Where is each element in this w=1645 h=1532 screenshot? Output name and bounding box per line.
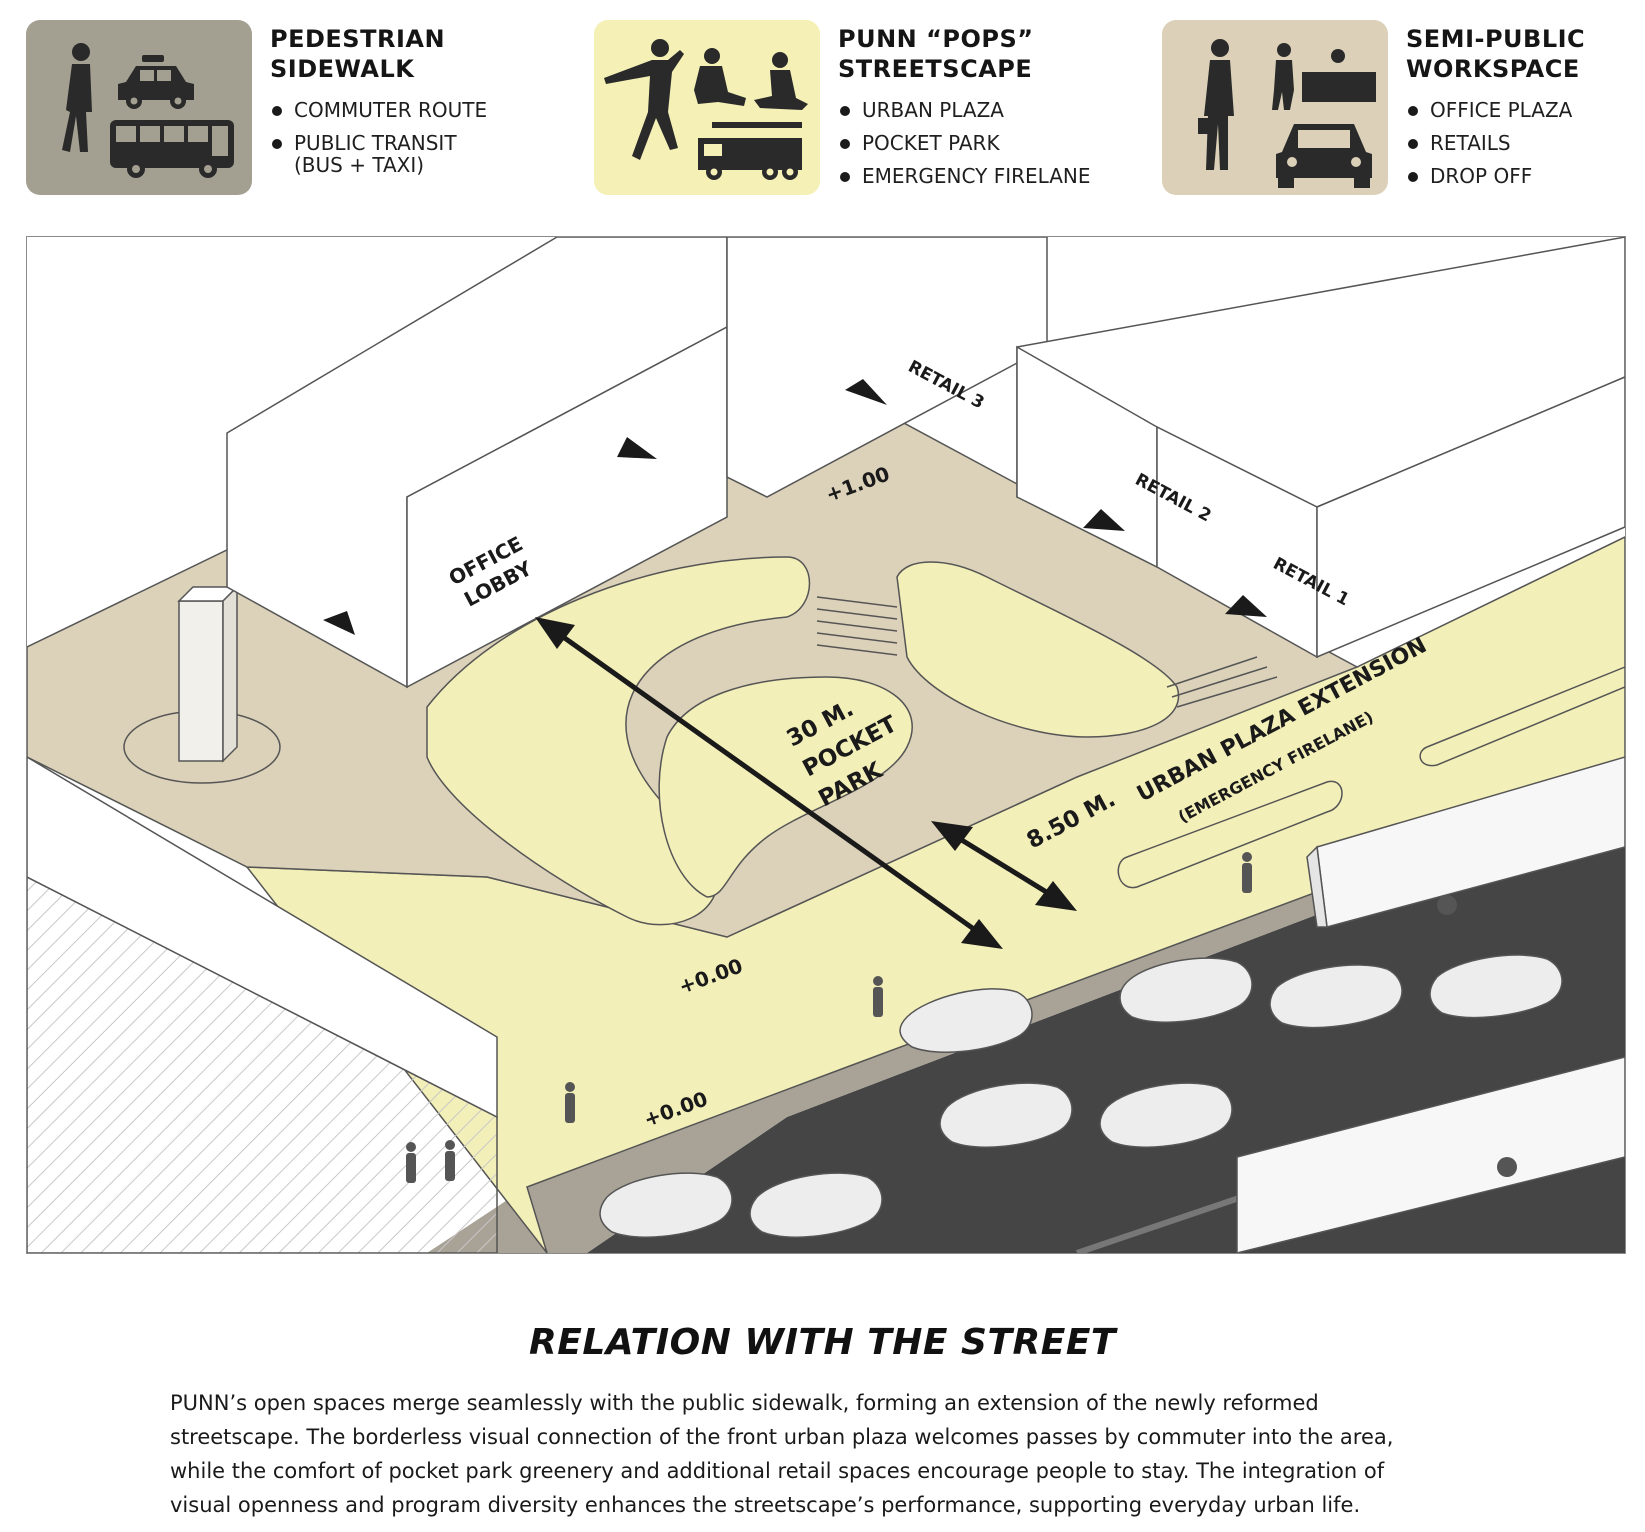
retail-block-1 — [1316, 376, 1625, 659]
bus-icon — [110, 120, 234, 178]
car-front-icon — [1276, 124, 1372, 188]
diagram-svg: OFFICE LOBBY RETAIL 3 RETAIL 2 RETAIL 1 … — [27, 237, 1625, 1253]
car — [1269, 964, 1403, 1029]
car — [599, 1172, 733, 1238]
pedestrian — [565, 1082, 575, 1123]
legend-text-streetscape: PUNN “POPS” STREETSCAPE URBAN PLAZA POCK… — [838, 24, 1091, 193]
taxi-icon — [118, 55, 194, 109]
car — [1119, 957, 1253, 1023]
entrance-arrow — [845, 379, 887, 405]
left-podium-face — [27, 756, 498, 1119]
car — [939, 1082, 1073, 1148]
retail-block-3 — [726, 237, 1048, 498]
pocket-park-planter-left — [426, 556, 811, 926]
retail-counter-icon — [1272, 43, 1376, 110]
legend-bullet: RETAILS — [1406, 127, 1585, 160]
extension-dimension-arrow — [931, 821, 1077, 911]
legend-text-workspace: SEMI-PUBLIC WORKSPACE OFFICE PLAZA RETAI… — [1406, 24, 1585, 193]
legend-tile-sidewalk — [26, 20, 252, 195]
legend-bullets: OFFICE PLAZA RETAILS DROP OFF — [1406, 94, 1585, 193]
legend-semi-public-workspace: SEMI-PUBLIC WORKSPACE OFFICE PLAZA RETAI… — [1162, 20, 1632, 195]
legend-bullet: OFFICE PLAZA — [1406, 94, 1585, 127]
caption-line: while the comfort of pocket park greener… — [170, 1459, 1385, 1483]
plaza-steps — [1166, 656, 1278, 708]
caption-line: streetscape. The borderless visual conne… — [170, 1425, 1394, 1449]
pocket-park-lawn — [658, 676, 913, 898]
entrance-arrow — [1225, 595, 1267, 617]
legend-tile-workspace — [1162, 20, 1388, 195]
legend-text-sidewalk: PEDESTRIAN SIDEWALK COMMUTER ROUTE PUBLI… — [270, 24, 487, 176]
legend-title: SEMI-PUBLIC WORKSPACE — [1406, 24, 1585, 84]
legend-tile-streetscape — [594, 20, 820, 195]
legend-title: PUNN “POPS” STREETSCAPE — [838, 24, 1091, 84]
legend-bullet: DROP OFF — [1406, 160, 1585, 193]
legend-bullet: EMERGENCY FIRELANE — [838, 160, 1091, 193]
legend-title-line: SIDEWALK — [270, 55, 415, 83]
pocket-park-dimension-arrow — [535, 617, 1003, 949]
legend-title-line: STREETSCAPE — [838, 55, 1033, 83]
pedestrian-icon — [62, 43, 92, 152]
legend-bullet: PUBLIC TRANSIT(BUS + TAXI) — [270, 127, 487, 176]
legend-title-line: SEMI-PUBLIC — [1406, 25, 1586, 53]
legend-bullets: URBAN PLAZA POCKET PARK EMERGENCY FIRELA… — [838, 94, 1091, 193]
pedestrian — [406, 1142, 416, 1183]
car — [899, 988, 1033, 1053]
caption-title: RELATION WITH THE STREET — [529, 1322, 1116, 1363]
caption-body: PUNN’s open spaces merge seamlessly with… — [170, 1386, 1500, 1522]
pedestrian — [1242, 852, 1252, 893]
legend-bullet: URBAN PLAZA — [838, 94, 1091, 127]
pocket-park-planter-right — [896, 561, 1180, 738]
legend-bullet-sub: (BUS + TAXI) — [294, 153, 425, 177]
office-lobby-face — [406, 325, 728, 689]
car — [749, 1172, 883, 1238]
bus — [1236, 1056, 1625, 1253]
pedestrian — [873, 976, 883, 1017]
car — [1099, 1082, 1233, 1148]
car — [1429, 954, 1563, 1019]
legend-pops-streetscape: PUNN “POPS” STREETSCAPE URBAN PLAZA POCK… — [594, 20, 1114, 195]
legend-title-line: PEDESTRIAN — [270, 25, 446, 53]
legend-title-line: WORKSPACE — [1406, 55, 1580, 83]
office-worker-icon — [1198, 39, 1234, 170]
entrance-arrow — [617, 437, 657, 459]
legend-bullet: COMMUTER ROUTE — [270, 94, 487, 127]
pedestrian — [445, 1140, 455, 1181]
caption-line: visual openness and program diversity en… — [170, 1493, 1361, 1517]
fire-truck-icon — [698, 122, 802, 180]
bus — [1306, 756, 1625, 928]
legend-title-line: PUNN “POPS” — [838, 25, 1034, 53]
caption-line: PUNN’s open spaces merge seamlessly with… — [170, 1391, 1319, 1415]
legend-bullet: POCKET PARK — [838, 127, 1091, 160]
planter-strip — [1117, 780, 1343, 889]
pillar — [178, 600, 224, 762]
entrance-arrow — [323, 611, 355, 635]
planter-strip-2 — [1419, 666, 1625, 767]
legend-title: PEDESTRIAN SIDEWALK — [270, 24, 487, 84]
sitting-people-icon — [694, 48, 808, 110]
legend-bullets: COMMUTER ROUTE PUBLIC TRANSIT(BUS + TAXI… — [270, 94, 487, 176]
pillar-side — [222, 585, 238, 763]
amphitheater-steps — [816, 596, 898, 656]
dancing-person-icon — [604, 39, 684, 160]
site-axonometric-diagram: OFFICE LOBBY RETAIL 3 RETAIL 2 RETAIL 1 … — [26, 236, 1626, 1254]
legend-pedestrian-sidewalk: PEDESTRIAN SIDEWALK COMMUTER ROUTE PUBLI… — [26, 20, 546, 195]
entrance-arrow — [1083, 509, 1125, 531]
